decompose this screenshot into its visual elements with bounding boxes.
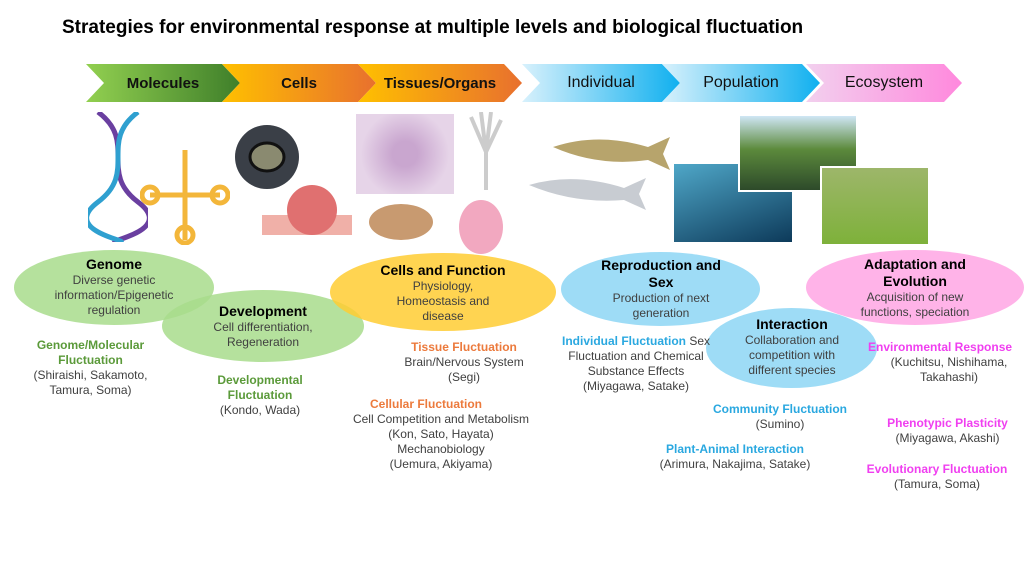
group-title: Phenotypic Plasticity bbox=[887, 416, 1008, 430]
group-title: Plant-Animal Interaction bbox=[665, 442, 805, 456]
theme-title: Cells and Function bbox=[380, 262, 506, 278]
group-topic: Brain/Nervous System bbox=[404, 355, 524, 369]
theme-title: Adaptation and Evolution bbox=[864, 256, 966, 289]
cell-image bbox=[235, 125, 299, 189]
group-title: Evolutionary Fluctuation bbox=[866, 462, 1008, 476]
group-topic: Mechanobiology bbox=[397, 442, 485, 456]
theme-desc: Physiology, Homeostasis and disease bbox=[396, 279, 490, 323]
trna-image bbox=[140, 150, 230, 245]
group-developmental: Developmental Fluctuation(Kondo, Wada) bbox=[200, 373, 320, 418]
level-label: Cells bbox=[281, 74, 317, 92]
group-topic: Cell Competition and Metabolism bbox=[352, 412, 530, 426]
theme-title: Genome bbox=[85, 256, 142, 272]
interaction-ellipse bbox=[706, 308, 877, 388]
group-title: Individual Fluctuation bbox=[561, 334, 686, 348]
embryo-image bbox=[459, 200, 503, 254]
theme-title: Interaction bbox=[756, 316, 828, 332]
level-individual: Individual bbox=[522, 64, 680, 102]
dna-helix-image bbox=[88, 112, 148, 242]
reproduction-ellipse bbox=[561, 252, 760, 326]
level-ecosystem: Ecosystem bbox=[806, 64, 962, 102]
theme-title: Reproduction and Sex bbox=[601, 257, 721, 290]
group-members: (Segi) bbox=[447, 370, 480, 384]
level-label: Ecosystem bbox=[844, 74, 924, 91]
group-individual: Individual Fluctuation Sex Fluctuation a… bbox=[553, 334, 719, 394]
theme-desc: Diverse genetic information/Epigenetic r… bbox=[54, 273, 174, 317]
level-label: Molecules bbox=[126, 74, 200, 92]
adaptation-ellipse bbox=[806, 250, 1024, 325]
theme-desc: Collaboration and competition with diffe… bbox=[744, 333, 840, 377]
group-members: (Kondo, Wada) bbox=[219, 403, 301, 417]
group-community: Community Fluctuation(Sumino) bbox=[700, 402, 860, 432]
group-plant-animal: Plant-Animal Interaction(Arimura, Nakaji… bbox=[640, 442, 830, 472]
group-members: (Arimura, Nakajima, Satake) bbox=[659, 457, 811, 471]
theme-desc: Cell differentiation, Regeneration bbox=[213, 320, 313, 349]
group-evolutionary: Evolutionary Fluctuation(Tamura, Soma) bbox=[858, 462, 1016, 492]
fish-image-2 bbox=[529, 178, 646, 210]
group-title: Cellular Fluctuation bbox=[369, 397, 482, 411]
level-tissues: Tissues/Organs bbox=[358, 64, 522, 102]
group-phenotypic: Phenotypic Plasticity(Miyagawa, Akashi) bbox=[870, 416, 1024, 446]
development-ellipse bbox=[162, 290, 364, 362]
group-members: (Shiraishi, Sakamoto, Tamura, Soma) bbox=[33, 368, 148, 397]
level-molecules: Molecules bbox=[86, 64, 240, 102]
group-members: (Tamura, Soma) bbox=[893, 477, 981, 491]
theme-title: Development bbox=[219, 303, 307, 319]
diagram-title: Strategies for environmental response at… bbox=[62, 17, 804, 38]
rice-field-photo bbox=[820, 166, 930, 246]
theme-desc: Acquisition of new functions, speciation bbox=[860, 290, 970, 319]
level-label: Tissues/Organs bbox=[383, 74, 497, 92]
level-label: Population bbox=[703, 74, 779, 91]
group-title: Tissue Fluctuation bbox=[411, 340, 517, 354]
tissue-section-image bbox=[356, 114, 454, 194]
group-title: Environmental Response bbox=[868, 340, 1013, 354]
tissue-image bbox=[262, 185, 352, 235]
brain-image bbox=[369, 204, 433, 240]
group-members: (Miyagawa, Akashi) bbox=[895, 431, 1000, 445]
hand-skeleton-image bbox=[469, 112, 503, 190]
group-members: (Sumino) bbox=[755, 417, 805, 431]
group-members: (Uemura, Akiyama) bbox=[389, 457, 493, 471]
group-topic: Sex Fluctuation and Chemical Substance E… bbox=[568, 334, 711, 378]
fish-image-1 bbox=[553, 137, 670, 170]
group-title: Community Fluctuation bbox=[713, 402, 847, 416]
level-population: Population bbox=[662, 64, 820, 102]
group-members: (Miyagawa, Satake) bbox=[582, 379, 690, 393]
group-environmental: Environmental Response(Kuchitsu, Nishiha… bbox=[868, 340, 1024, 385]
group-title: Developmental Fluctuation bbox=[217, 373, 303, 402]
level-cells: Cells bbox=[222, 64, 376, 102]
level-label: Individual bbox=[567, 74, 635, 91]
group-members: (Kuchitsu, Nishihama, Takahashi) bbox=[890, 355, 1008, 384]
group-members: (Kon, Sato, Hayata) bbox=[388, 427, 494, 441]
group-title: Genome/Molecular Fluctuation bbox=[36, 338, 145, 367]
group-genome-molecular: Genome/Molecular Fluctuation(Shiraishi, … bbox=[18, 338, 163, 398]
theme-desc: Production of next generation bbox=[612, 291, 710, 320]
cells-function-ellipse bbox=[330, 253, 556, 331]
